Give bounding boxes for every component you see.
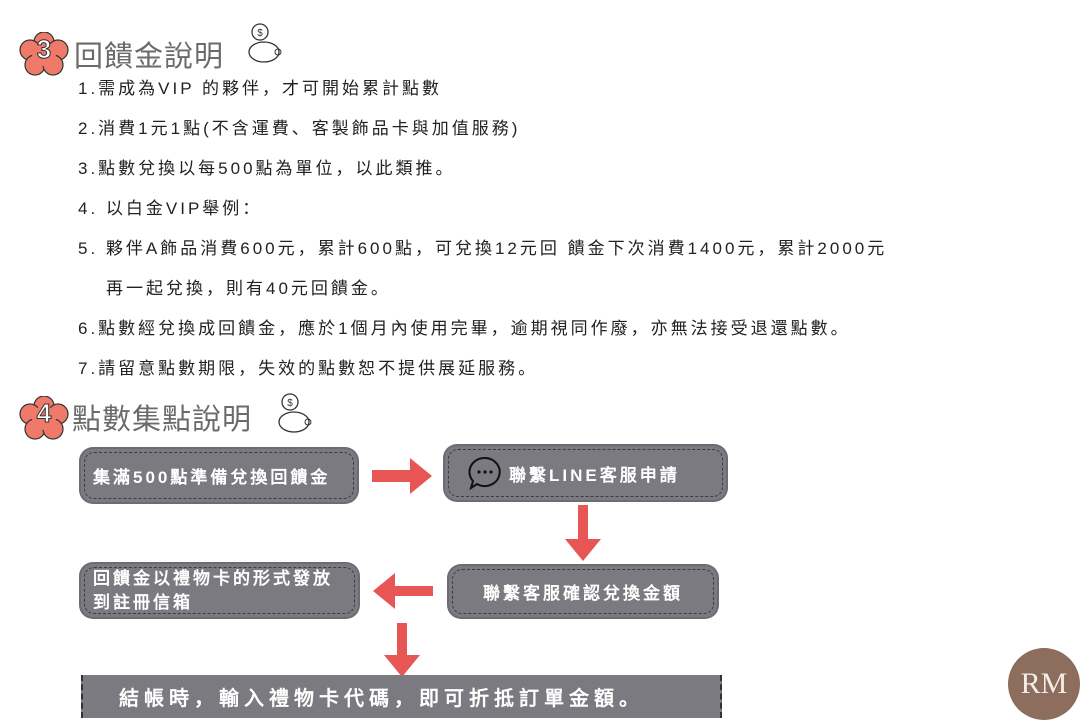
arrow-left-icon	[373, 573, 433, 609]
section-number: 3	[36, 34, 52, 65]
flow-step-label: 回饋金以禮物卡的形式發放到註冊信箱	[93, 568, 333, 612]
rule-item: 1.需成為VIP 的夥伴，才可開始累計點數	[78, 79, 442, 98]
arrow-down-icon	[384, 623, 420, 677]
flower-number-badge-4	[19, 396, 69, 440]
rule-item: 7.請留意點數期限，失效的點數恕不提供展延服務。	[78, 359, 539, 378]
logo-text: RM	[1020, 667, 1068, 700]
rule-item: 3.點數兌換以每500點為單位，以此類推。	[78, 159, 456, 178]
svg-text:$: $	[257, 28, 263, 39]
chat-bubble-icon	[468, 456, 501, 491]
svg-text:$: $	[287, 398, 293, 409]
brand-logo: RM	[1008, 648, 1080, 720]
piggy-bank-icon: $	[278, 393, 312, 433]
flower-number-badge-3	[19, 32, 69, 76]
flow-step-label: 結帳時，輸入禮物卡代碼，即可折抵訂單金額。	[119, 688, 644, 710]
rule-item: 再一起兌換，則有40元回饋金。	[106, 279, 391, 298]
flow-step-confirm: 聯繫客服確認兌換金額	[449, 566, 717, 617]
arrow-down-icon	[565, 505, 601, 561]
flow-step-line-contact: 聯繫LINE客服申請	[445, 446, 726, 500]
rule-item: 6.點數經兌換成回饋金，應於1個月內使用完畢，逾期視同作廢，亦無法接受退還點數。	[78, 319, 851, 338]
flow-step-collect: 集滿500點準備兌換回饋金	[81, 449, 357, 502]
rule-item: 4. 以白金VIP舉例：	[78, 199, 263, 218]
flow-step-label: 聯繫客服確認兌換金額	[483, 584, 683, 603]
rule-item: 2.消費1元1點(不含運費、客製飾品卡與加值服務)	[78, 119, 521, 138]
section-title-rebate: 回饋金說明	[74, 41, 225, 73]
piggy-bank-icon: $	[248, 23, 282, 63]
flow-step-label: 聯繫LINE客服申請	[509, 465, 680, 485]
section-number: 4	[36, 398, 52, 429]
flow-step-label: 集滿500點準備兌換回饋金	[93, 468, 331, 487]
rule-item: 5. 夥伴A飾品消費600元，累計600點，可兌換12元回 饋金下次消費1400…	[78, 239, 888, 258]
flow-step-gift-card: 回饋金以禮物卡的形式發放到註冊信箱	[81, 564, 358, 617]
arrow-right-icon	[372, 458, 432, 494]
flow-step-checkout: 結帳時，輸入禮物卡代碼，即可折抵訂單金額。	[81, 675, 722, 718]
section-title-points: 點數集點說明	[72, 404, 253, 436]
